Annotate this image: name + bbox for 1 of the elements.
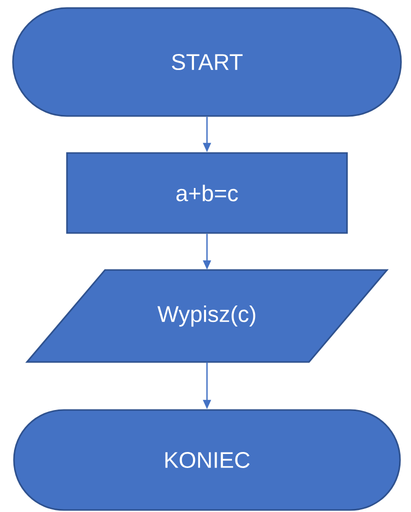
- process-box: a+b=c: [66, 152, 348, 234]
